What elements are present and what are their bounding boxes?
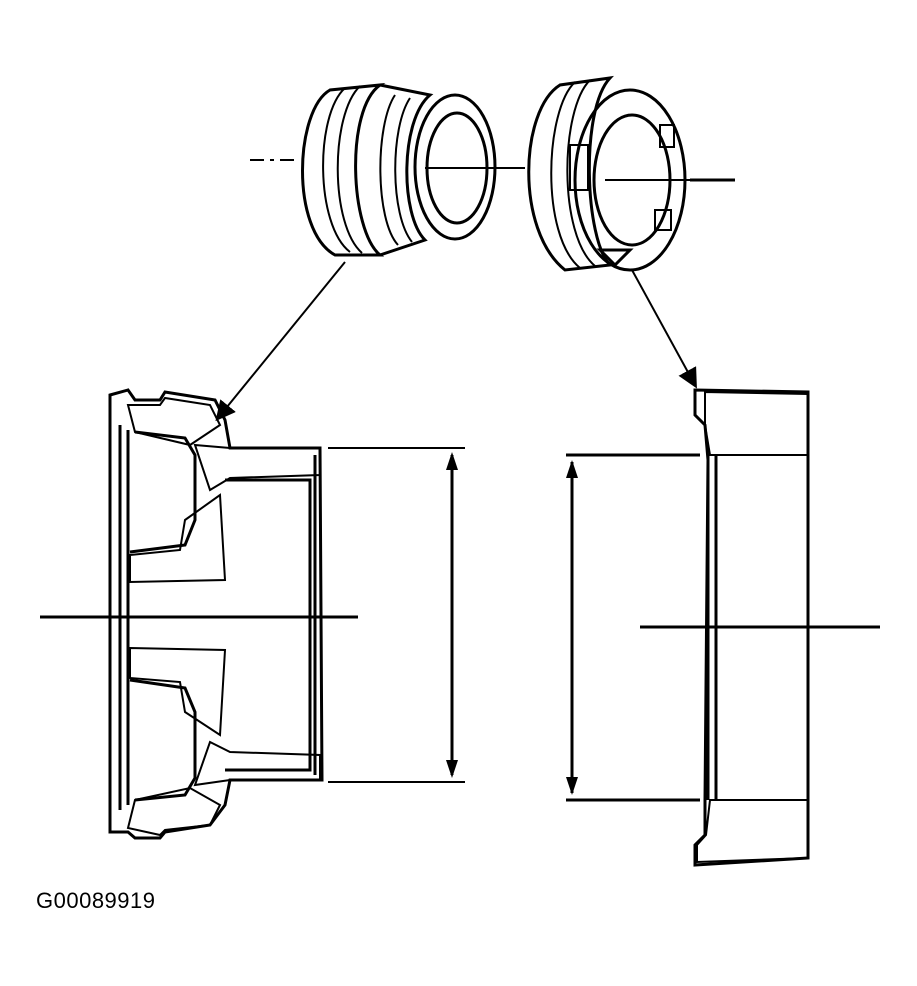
male-fitting-perspective: [250, 82, 525, 257]
male-fitting-cross-section: [40, 388, 465, 840]
figure-id-label: G00089919: [36, 888, 156, 913]
female-fitting-cross-section: [566, 388, 880, 867]
leader-line-left: [215, 261, 346, 422]
leader-line-right: [631, 269, 697, 389]
female-fitting-perspective: [527, 75, 735, 272]
